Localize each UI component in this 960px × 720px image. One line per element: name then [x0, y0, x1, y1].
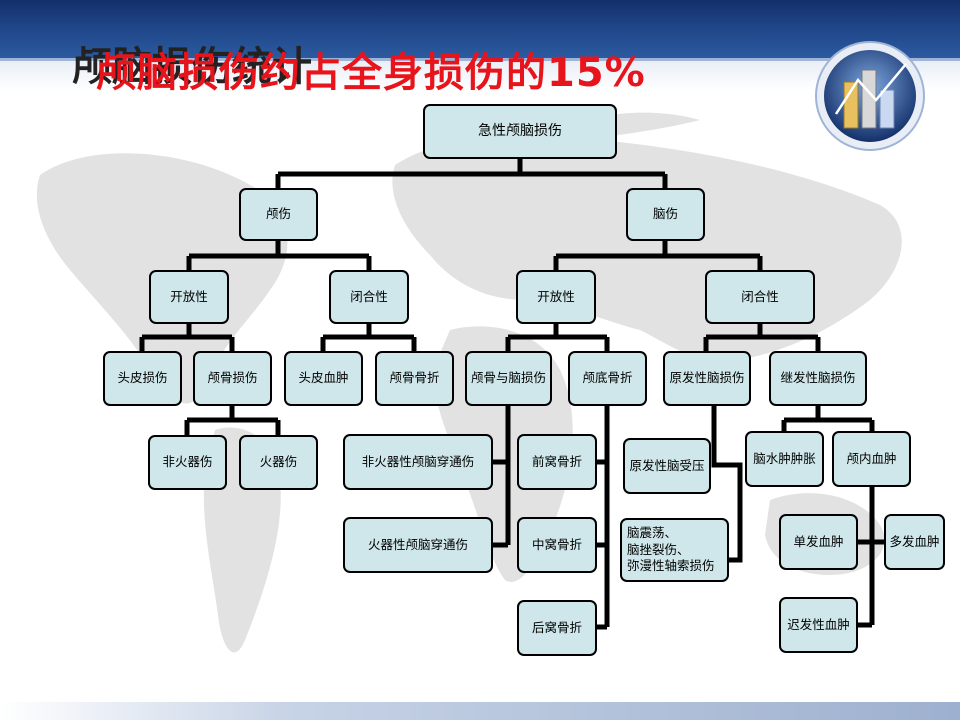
concussion-line-3: 弥漫性轴索损伤 — [627, 558, 715, 574]
node-single-hematoma: 单发血肿 — [779, 514, 858, 570]
node-delayed-hematoma: 迟发性血肿 — [779, 597, 858, 653]
node-skull-injury: 颅伤 — [239, 188, 318, 241]
slide-title: 颅脑损伤约占全身损伤的15% — [96, 50, 646, 96]
node-anterior-fossa-fracture: 前窝骨折 — [517, 434, 597, 490]
node-primary-compression: 原发性脑受压 — [623, 438, 711, 494]
node-brain-injury: 脑伤 — [626, 188, 705, 241]
node-intracranial-hematoma: 颅内血肿 — [832, 431, 911, 487]
concussion-line-2: 脑挫裂伤、 — [627, 541, 690, 557]
node-firearm-penetrating: 火器性颅脑穿通伤 — [343, 517, 493, 573]
node-non-firearm-injury: 非火器伤 — [148, 435, 227, 490]
node-primary-brain-injury: 原发性脑损伤 — [663, 351, 751, 406]
node-brain-closed: 闭合性 — [705, 270, 815, 324]
node-skull-base-fracture: 颅底骨折 — [568, 351, 647, 406]
concussion-line-1: 脑震荡、 — [627, 524, 678, 540]
node-skull-and-brain-injury: 颅骨与脑损伤 — [465, 351, 552, 406]
header-divider — [0, 58, 960, 61]
node-posterior-fossa-fracture: 后窝骨折 — [517, 600, 597, 656]
node-brain-edema: 脑水肿肿胀 — [745, 431, 824, 487]
node-firearm-injury: 火器伤 — [239, 435, 318, 490]
footer-bar — [0, 702, 960, 720]
node-scalp-injury: 头皮损伤 — [103, 351, 182, 406]
node-concussion-group: 脑震荡、 脑挫裂伤、 弥漫性轴索损伤 — [620, 518, 729, 582]
node-brain-open: 开放性 — [516, 270, 596, 324]
header-bar — [0, 0, 960, 58]
node-non-firearm-penetrating: 非火器性颅脑穿通伤 — [343, 434, 493, 490]
chart-globe-logo — [815, 41, 925, 151]
node-skull-bone-injury: 颅骨损伤 — [193, 351, 272, 406]
title-backdrop — [0, 61, 960, 91]
node-acute-brain-injury: 急性颅脑损伤 — [423, 104, 617, 159]
node-multiple-hematoma: 多发血肿 — [884, 514, 945, 570]
node-skull-open: 开放性 — [149, 270, 229, 324]
concussion-lines: 脑震荡、 脑挫裂伤、 弥漫性轴索损伤 — [627, 525, 715, 576]
node-skull-fracture: 颅骨骨折 — [375, 351, 454, 406]
node-middle-fossa-fracture: 中窝骨折 — [517, 517, 597, 573]
node-scalp-hematoma: 头皮血肿 — [284, 351, 363, 406]
node-secondary-brain-injury: 继发性脑损伤 — [769, 351, 867, 406]
node-skull-closed: 闭合性 — [329, 270, 409, 324]
title-shadow-text: 颅脑损伤统计 — [72, 44, 312, 90]
